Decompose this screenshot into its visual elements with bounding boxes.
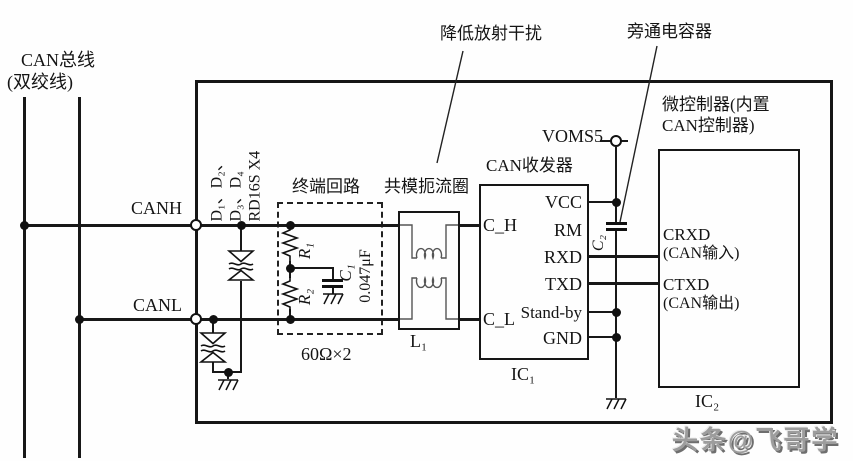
pin-gnd: GND bbox=[543, 328, 582, 348]
bus-title-line1: CAN总线 bbox=[21, 50, 96, 70]
junction-r1-top bbox=[286, 221, 295, 230]
canh-wire-left bbox=[23, 224, 192, 227]
mcu-title-line1: 微控制器(内置 bbox=[662, 95, 770, 114]
canh-label: CANH bbox=[131, 198, 183, 218]
termination-value-label: 60Ω×2 bbox=[301, 344, 352, 364]
c1-plate-top bbox=[322, 279, 343, 282]
bus-wire-1 bbox=[23, 97, 26, 458]
canl-wire-right bbox=[460, 318, 479, 321]
junction-r-mid bbox=[286, 264, 295, 273]
termination-dashed-box bbox=[277, 202, 383, 335]
mcu-pin-ctxd-desc: (CAN输出) bbox=[663, 295, 740, 312]
pin-cl: C_L bbox=[483, 309, 516, 329]
choke-title: 共模扼流圈 bbox=[384, 177, 469, 196]
pin-txd: TXD bbox=[545, 274, 582, 294]
junction-vcc bbox=[612, 198, 621, 207]
supply-vertical-top bbox=[615, 147, 617, 222]
mcu-box bbox=[658, 149, 800, 388]
c2-plate-bottom bbox=[606, 228, 627, 231]
node-outline-box bbox=[195, 80, 833, 424]
transceiver-title: CAN收发器 bbox=[486, 156, 573, 175]
diode1-wire-bottom bbox=[240, 281, 242, 373]
ic1-label: IC₁ bbox=[511, 364, 536, 384]
voms5-label: VOMS5 bbox=[542, 126, 604, 146]
canh-wire-mid bbox=[201, 224, 399, 227]
c1-branch-wire bbox=[289, 267, 334, 269]
junction-bus2-canl bbox=[75, 315, 84, 324]
junction-diode2-canl bbox=[209, 315, 218, 324]
rxd-wire bbox=[588, 255, 658, 258]
mcu-title-line2: CAN控制器) bbox=[662, 116, 755, 135]
diode-group-line2: D₃、D₄ bbox=[227, 171, 245, 222]
c1-plate-bottom bbox=[322, 285, 343, 288]
diode-group-label: D₁、D₂、 D₃、D₄ RD16S X4 bbox=[208, 122, 265, 222]
terminal-canl bbox=[190, 313, 202, 325]
diode2-wire-top bbox=[212, 319, 214, 333]
mcu-pin-crxd-desc: (CAN输入) bbox=[663, 245, 740, 262]
junction-bus1-canh bbox=[20, 221, 29, 230]
c1-value-label: 0.047μF bbox=[356, 249, 374, 303]
txd-wire bbox=[588, 282, 658, 285]
diode-group-line3: RD16S X4 bbox=[246, 150, 264, 222]
watermark: 头条@飞哥学车 bbox=[672, 425, 840, 455]
junction-diode1-canh bbox=[237, 221, 246, 230]
vcc-wire bbox=[588, 201, 617, 203]
r2-bottom-wire bbox=[289, 309, 291, 320]
c1-ground-stub bbox=[332, 288, 334, 294]
canl-wire-mid bbox=[201, 318, 399, 321]
emi-callout: 降低放射干扰 bbox=[440, 24, 542, 43]
pin-rxd: RXD bbox=[543, 247, 582, 267]
pin-ch: C_H bbox=[483, 215, 518, 235]
ic2-label: IC₂ bbox=[695, 391, 720, 411]
terminal-canh bbox=[190, 219, 202, 231]
mcu-pin-crxd: CRXD bbox=[663, 225, 711, 244]
junction-r2-bottom bbox=[286, 315, 295, 324]
pin-rm: RM bbox=[553, 220, 582, 240]
diode2-wire-bottom bbox=[212, 362, 214, 373]
gnd-wire bbox=[588, 336, 617, 338]
diode1-wire-top bbox=[240, 225, 242, 251]
canl-wire-left bbox=[78, 318, 192, 321]
diode-group-line1: D₁、D₂、 bbox=[208, 155, 226, 222]
standby-wire bbox=[588, 311, 617, 313]
junction-gnd bbox=[612, 333, 621, 342]
r1-label: R₁ bbox=[295, 242, 315, 260]
mcu-pin-ctxd: CTXD bbox=[663, 275, 710, 294]
c1-label: C₁ bbox=[336, 264, 356, 282]
terminal-voms5 bbox=[610, 135, 622, 147]
junction-diode-ground bbox=[224, 368, 233, 377]
canl-label: CANL bbox=[133, 295, 182, 315]
r2-label: R₂ bbox=[295, 288, 315, 306]
bus-wire-2 bbox=[78, 97, 81, 458]
canh-wire-right bbox=[460, 224, 479, 227]
transceiver-box bbox=[479, 184, 589, 360]
choke-box bbox=[398, 211, 460, 330]
c2-label: C₂ bbox=[589, 234, 607, 252]
pin-standby: Stand-by bbox=[520, 303, 582, 322]
c1-drop-wire bbox=[332, 267, 334, 279]
l1-label: L₁ bbox=[410, 331, 428, 351]
termination-title: 终端回路 bbox=[292, 177, 360, 196]
junction-standby bbox=[612, 308, 621, 317]
pin-vcc: VCC bbox=[544, 192, 582, 212]
bus-title-line2: (双绞线) bbox=[7, 72, 73, 92]
c2-plate-top bbox=[606, 222, 627, 225]
bypass-callout: 旁通电容器 bbox=[627, 22, 712, 41]
